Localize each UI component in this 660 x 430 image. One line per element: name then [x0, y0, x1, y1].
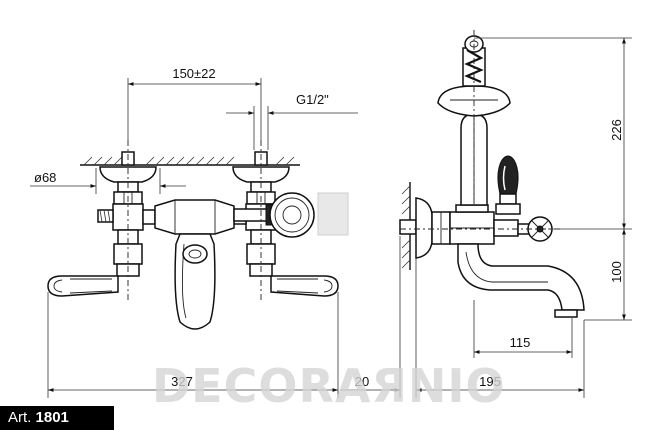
central-body: [154, 199, 235, 330]
article-label: Art. 1801: [0, 406, 114, 430]
left-handle: [47, 275, 119, 297]
dim-wall-offset: 20: [355, 374, 369, 389]
dim-total-width: 327: [171, 374, 193, 389]
front-view: [47, 140, 349, 330]
dim-depth: 195: [479, 374, 501, 389]
right-handle: [270, 275, 339, 297]
dim-spout-reach: 115: [510, 335, 531, 350]
diverter-knob: [233, 192, 349, 238]
front-dimensions: 150±22 G1/2" ø68 327: [30, 66, 358, 398]
dim-diameter: ø68: [34, 170, 56, 185]
article-prefix: Art.: [8, 409, 32, 426]
dim-thread: G1/2": [296, 92, 329, 107]
side-view: [399, 30, 585, 318]
watermark: DECORAЯNIO: [152, 359, 506, 413]
side-dimensions: 226 100 115 20 195: [340, 37, 632, 398]
dim-centre-distance: 150±22: [172, 66, 215, 81]
dim-spout-height: 100: [609, 261, 624, 283]
article-number: 1801: [35, 409, 69, 426]
left-valve-body: [97, 203, 156, 277]
dim-shower-height: 226: [609, 119, 624, 141]
right-wall-connection: [232, 151, 290, 205]
